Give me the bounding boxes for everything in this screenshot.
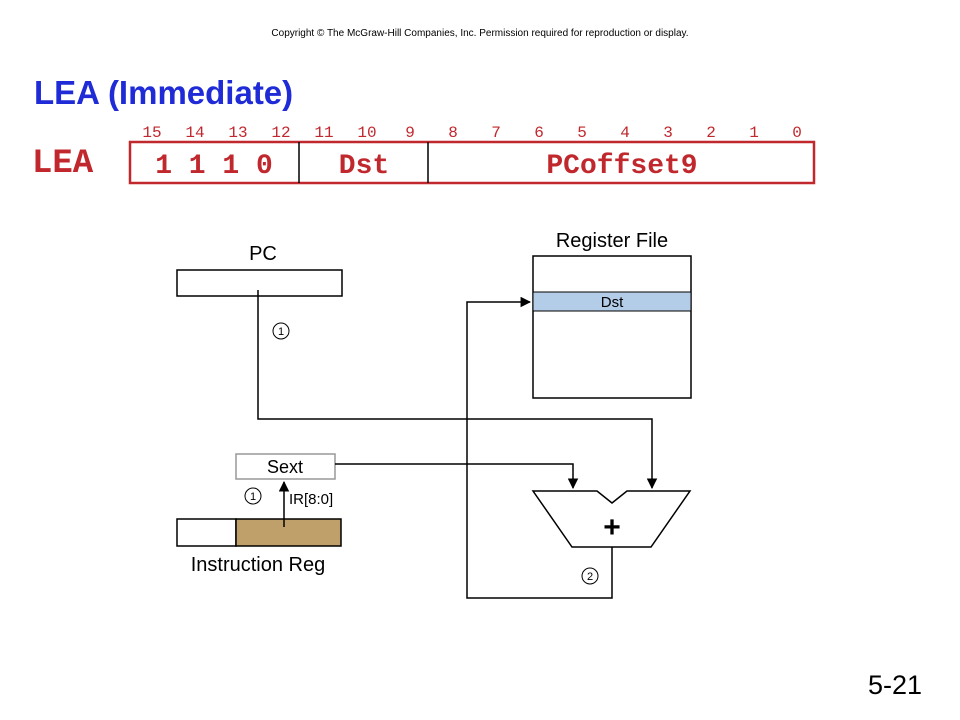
sext-unit [235,453,336,480]
bit-number: 15 [142,124,161,142]
bit-number: 14 [185,124,204,142]
instruction-register-ir8-0 [235,518,342,547]
bit-number: 4 [620,124,630,142]
step-number: 2 [587,571,593,583]
register-file-label: Register File [556,230,668,252]
bit-number: 10 [357,124,376,142]
adder-plus: + [603,511,621,544]
adder-to-dst-wire [466,296,613,599]
bit-number-row: 15 14 13 12 11 10 9 8 7 6 5 4 3 2 1 0 [142,124,801,142]
sext-label: Sext [267,457,303,477]
pc-label: PC [249,243,277,265]
bit-number: 7 [491,124,501,142]
bit-number: 0 [792,124,802,142]
bit-number: 2 [706,124,716,142]
step-marker-writeback: 2 [581,567,599,585]
bit-number: 1 [749,124,759,142]
page-number: 5-21 [868,670,923,700]
lea-mnemonic: LEA [32,145,94,183]
copyright-notice: Copyright © The McGraw-Hill Companies, I… [271,28,689,39]
dst-register-row [532,291,692,312]
bit-number: 5 [577,124,587,142]
opcode-field: 1 1 1 0 [155,151,273,182]
instruction-reg-label: Instruction Reg [191,554,326,576]
dst-field: Dst [339,151,389,182]
instruction-format-box [128,140,816,185]
step-marker-pc: 1 [272,322,290,340]
pc-register [176,269,343,297]
ir-field-label: IR[8:0] [289,491,333,508]
bit-number: 12 [271,124,290,142]
instruction-register-upper [176,518,237,547]
bit-number: 11 [314,124,333,142]
pcoffset9-field: PCoffset9 [546,151,697,182]
sext-to-adder-wire [335,463,579,490]
slide-title: LEA (Immediate) [34,74,294,111]
step-marker-ir: 1 [244,487,262,505]
bit-number: 6 [534,124,544,142]
adder [531,490,692,548]
bit-number: 13 [228,124,247,142]
bit-number: 3 [663,124,673,142]
bit-number: 9 [405,124,415,142]
register-file [532,255,692,399]
step-number: 1 [250,491,256,503]
bit-number: 8 [448,124,458,142]
step-number: 1 [278,326,284,338]
dst-register-label: Dst [601,294,624,311]
pc-to-adder-wire [257,290,658,490]
